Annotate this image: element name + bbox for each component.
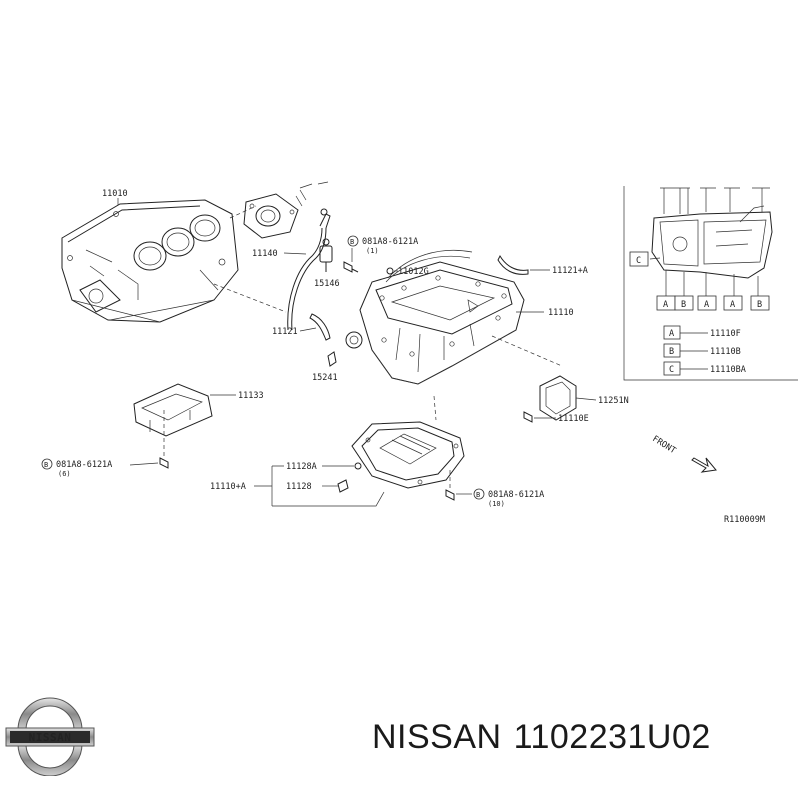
callout-11110a: 11110+A [210,482,246,492]
baffle-plate [133,383,213,437]
part-15241 [327,351,337,367]
cylinder-block [61,199,239,323]
bolt-top-marker: B [350,238,354,246]
callout-11128: 11128 [286,482,312,492]
pan-pulley [345,331,363,349]
callout-15241: 15241 [312,373,338,383]
part-caption: NISSAN 1102231U02 [372,718,792,757]
callout-11110: 11110 [548,308,574,318]
sensor-15146 [319,238,333,272]
part-number: 1102231U02 [513,718,711,756]
callout-bolt-top-qty: (1) [366,247,379,255]
inset-marker-1: A [663,300,668,310]
bolt-bottom-marker: B [476,491,480,499]
detail-inset [623,186,798,381]
callout-bolt-bottom: 081A8-6121A [488,490,544,500]
oil-seal-retainer [243,181,329,239]
front-label: FRONT [650,434,677,456]
callout-11251n: 11251N [598,396,629,406]
inset-marker-c: C [636,256,641,266]
drain-plug [386,267,394,275]
oil-pan-upper [359,261,525,385]
inset-marker-3: A [704,300,709,310]
callout-11121a: 11121+A [552,266,588,276]
legend-part-a: 11110F [710,329,741,339]
legend-key-b: B [669,347,674,357]
rear-seal [539,375,577,421]
bolt-left [159,410,169,469]
brand-name: NISSAN [372,718,502,756]
callout-bolt-top: 081A8-6121A [362,237,418,247]
callout-11128a: 11128A [286,462,317,472]
callout-11121: 11121 [272,327,298,337]
callout-bolt-left-qty: (6) [58,470,71,478]
legend-part-c: 11110BA [710,365,746,375]
callout-11010: 11010 [102,189,128,199]
bolt-bottom [445,470,455,501]
bolt-11110e [523,411,533,423]
callout-bolt-bottom-qty: (10) [488,500,505,508]
nissan-logo: NISSAN [5,697,95,776]
bolt-left-marker: B [44,461,48,469]
legend-key-a: A [669,329,674,339]
legend-key-c: C [669,365,674,375]
oil-level-gauge [287,208,331,331]
legend-part-b: 11110B [710,347,741,357]
front-direction-indicator: FRONT [650,434,717,473]
diagram-code: R110009M [724,515,765,525]
oil-pan-lower [351,421,465,489]
bolt-top [343,248,359,273]
callout-11110e: 11110E [558,414,589,424]
inset-marker-4: A [730,300,735,310]
callout-15146: 15146 [314,279,340,289]
gasket-strip [387,249,473,279]
logo-text: NISSAN [29,731,72,744]
drain-plug-11128 [337,462,362,493]
inset-marker-2: B [681,300,686,310]
bracket-11121 [309,313,331,341]
callout-11012G: 11012G [398,267,429,277]
inset-marker-5: B [757,300,762,310]
callout-bolt-left: 081A8-6121A [56,460,112,470]
callout-11140: 11140 [252,249,278,259]
inset-legend: A 11110F B 11110B C 11110BA [663,325,746,376]
bracket-11121a [497,254,529,275]
callout-11133: 11133 [238,391,264,401]
